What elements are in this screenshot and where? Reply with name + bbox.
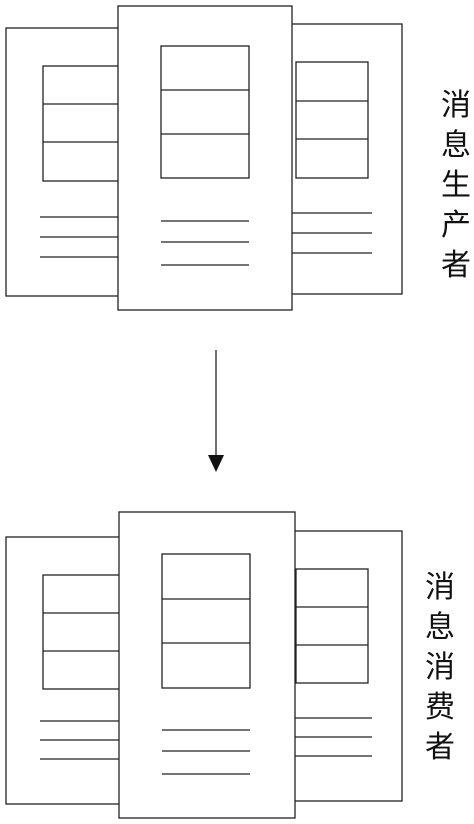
label-char: 费 — [425, 690, 455, 725]
doc-table — [42, 65, 124, 182]
label-char: 消 — [425, 650, 455, 685]
doc-table — [161, 553, 251, 689]
label-char: 产 — [441, 208, 471, 243]
label-char: 息 — [441, 128, 471, 163]
label-char: 消 — [441, 88, 471, 123]
consumer-doc-right — [287, 530, 403, 802]
label-char: 息 — [425, 610, 455, 645]
producer-doc-center — [117, 5, 293, 311]
producer-label: 消 息 生 产 者 — [436, 86, 474, 286]
label-char: 生 — [441, 168, 471, 203]
arrow-head-icon — [208, 455, 224, 472]
producer-group — [5, 5, 403, 311]
flow-arrow — [208, 350, 224, 472]
doc-table — [160, 45, 250, 179]
consumer-group — [5, 511, 403, 819]
consumer-label: 消 息 消 费 者 — [420, 568, 460, 768]
doc-table — [295, 61, 369, 179]
producer-doc-left — [5, 27, 127, 297]
producer-doc-right — [287, 23, 403, 295]
doc-table — [295, 568, 369, 684]
label-char: 消 — [425, 570, 455, 605]
label-char: 者 — [425, 730, 455, 765]
label-char: 者 — [441, 248, 471, 283]
consumer-doc-left — [5, 536, 127, 805]
doc-table — [42, 574, 124, 690]
consumer-doc-center — [118, 511, 296, 819]
